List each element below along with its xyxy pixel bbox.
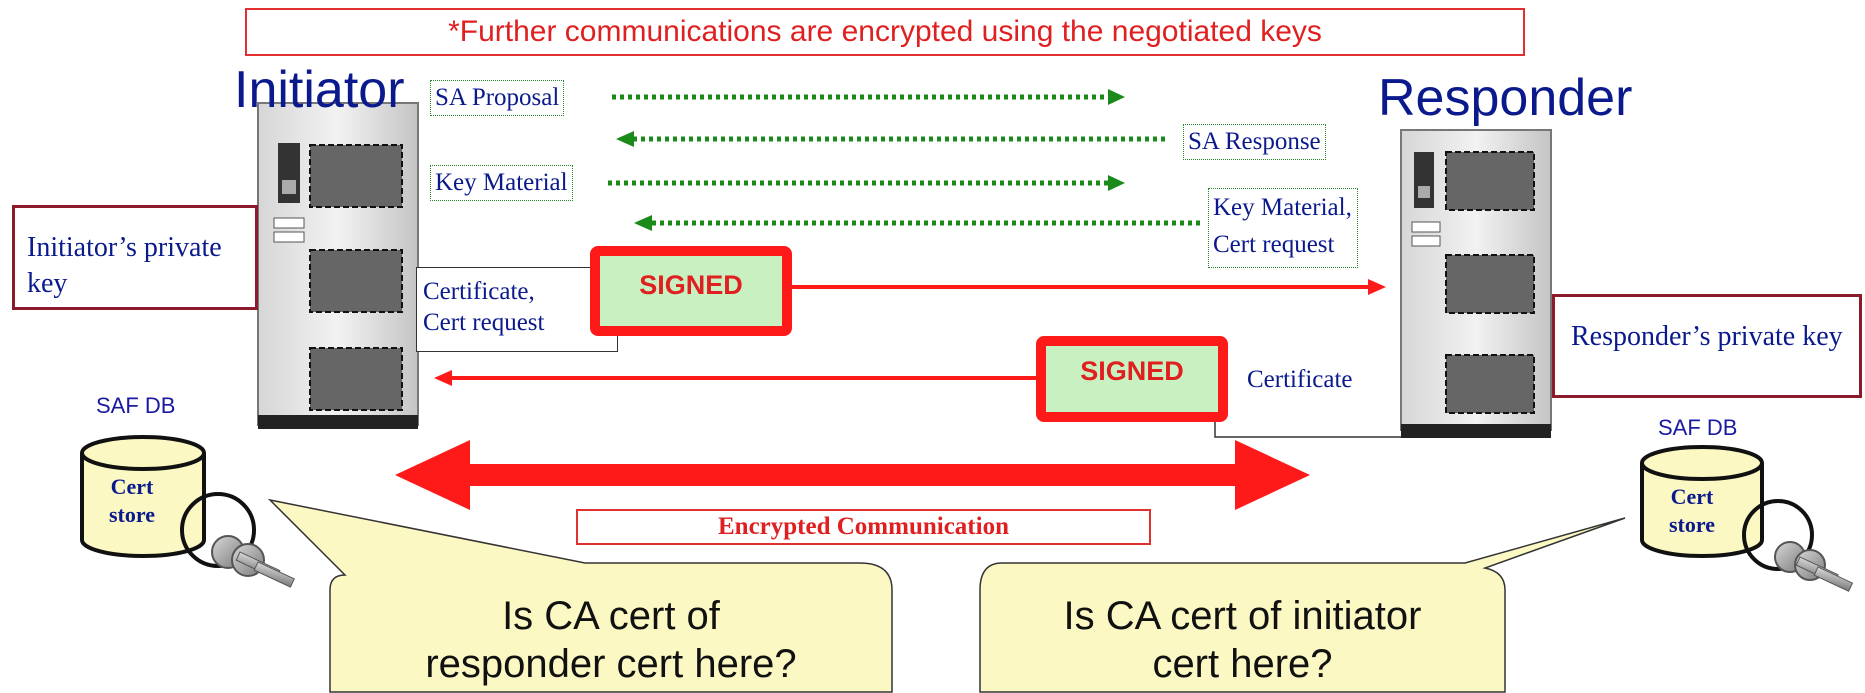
signed-badge-responder: SIGNED xyxy=(1036,336,1228,422)
responder-server-icon xyxy=(1400,129,1552,438)
signed-to-responder-arrow xyxy=(780,279,1386,295)
right-bubble-line2: cert here? xyxy=(1152,642,1333,686)
responder-cert-store-icon xyxy=(1640,445,1764,558)
certificate-cert-request-line1: Certificate, xyxy=(423,278,535,305)
responder-title: Responder xyxy=(1378,69,1633,127)
left-bubble-line1: Is CA cert of xyxy=(502,594,720,638)
key-material-arrow xyxy=(608,175,1125,191)
certificate-cert-request-line2: Cert request xyxy=(423,309,545,337)
initiator-title: Initiator xyxy=(234,61,405,119)
initiator-server-icon xyxy=(257,102,419,429)
responder-keys-icon xyxy=(1742,499,1854,592)
key-material-cert-request-line2: Cert request xyxy=(1213,231,1335,258)
encryption-note-banner: *Further communications are encrypted us… xyxy=(245,8,1525,56)
right-question-bubble xyxy=(979,517,1626,693)
left-question-bubble xyxy=(267,498,893,693)
initiator-cert-store-label: Cert store xyxy=(108,474,156,527)
key-material-label: Key Material xyxy=(430,165,573,201)
signed-to-initiator-arrow xyxy=(434,370,1050,386)
certificate-label: Certificate xyxy=(1247,366,1353,393)
key-material-cert-request-arrow xyxy=(634,215,1200,231)
key-material-cert-request-line1: Key Material, xyxy=(1213,194,1352,221)
initiator-keys-icon xyxy=(180,492,295,588)
right-bubble-text: Is CA cert of initiator cert here? xyxy=(980,592,1505,688)
sa-response-label: SA Response xyxy=(1183,124,1326,160)
initiator-private-key-box: Initiator’s private key xyxy=(12,205,258,310)
certificate-cert-request-box: Certificate, Cert request xyxy=(416,267,618,352)
responder-cert-store-label: Cert store xyxy=(1668,484,1716,537)
right-bubble-line1: Is CA cert of initiator xyxy=(1063,594,1422,638)
responder-saf-db-label: SAF DB xyxy=(1658,415,1738,440)
sa-proposal-label: SA Proposal xyxy=(430,80,565,116)
initiator-cert-store-icon xyxy=(80,435,206,558)
left-bubble-text: Is CA cert of responder cert here? xyxy=(330,592,892,688)
left-bubble-line2: responder cert here? xyxy=(425,642,797,686)
sa-proposal-arrow xyxy=(612,89,1125,105)
initiator-saf-db-label: SAF DB xyxy=(96,393,176,418)
signed-badge-initiator: SIGNED xyxy=(590,246,792,336)
encrypted-communication-arrow xyxy=(395,440,1310,510)
key-material-cert-request-label: Key Material, Cert request xyxy=(1208,188,1358,268)
sa-response-arrow xyxy=(616,131,1165,147)
encrypted-communication-label: Encrypted Communication xyxy=(576,509,1151,545)
responder-private-key-box: Responder’s private key xyxy=(1552,294,1862,398)
